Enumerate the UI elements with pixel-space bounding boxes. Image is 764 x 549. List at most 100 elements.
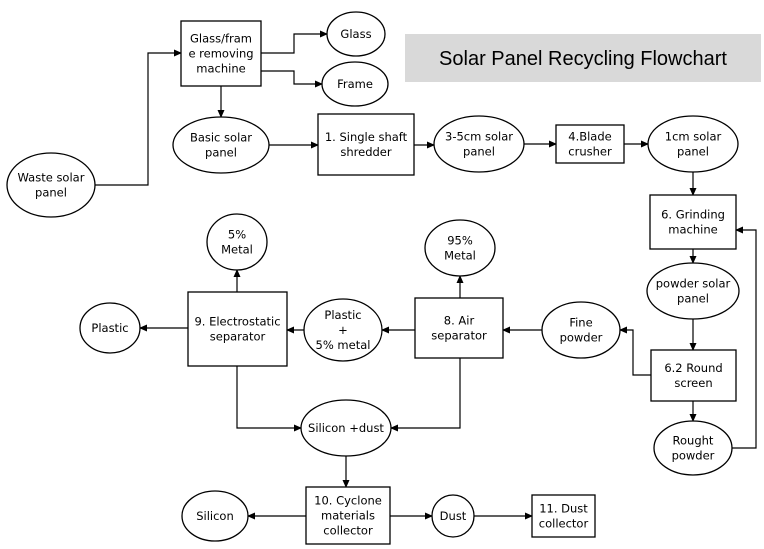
edge-waste-solar-panel-to-glass-frame-removing-machine (95, 49, 182, 186)
silicon-ellipse (181, 490, 249, 542)
electrostatic-separator-label-line-2: separator (210, 330, 266, 344)
waste-solar-panel-label-line-2: panel (35, 186, 67, 200)
single-shaft-shredder-box (317, 113, 415, 176)
rought-powder-label-line-1: Rought (673, 434, 714, 448)
fine-powder-ellipse (541, 301, 621, 359)
round-screen-label-line-2: screen (674, 376, 712, 390)
glass-label-line-1: Glass (340, 27, 371, 41)
glass-ellipse (326, 11, 386, 57)
powder-solar-panel-label-line-2: panel (677, 292, 709, 306)
rought-powder-ellipse (653, 420, 733, 476)
node-frame: Frame (321, 61, 389, 107)
solar-panel-1cm-label-line-1: 1cm solar (665, 130, 722, 144)
metal-95-label-line-2: Metal (444, 249, 476, 263)
blade-crusher-label-line-2: crusher (568, 145, 612, 159)
solar-panel-3-5cm-ellipse (433, 115, 525, 173)
solar-panel-1cm-ellipse (647, 115, 739, 173)
single-shaft-shredder-label-line-1: 1. Single shaft (325, 130, 408, 144)
plastic-5-metal-label-line-3: 5% metal (316, 338, 371, 352)
metal-95-ellipse (424, 219, 496, 277)
title-banner: Solar Panel Recycling Flowchart (405, 34, 761, 82)
edge-glass-frame-removing-machine-to-glass (261, 30, 328, 54)
single-shaft-shredder-label-line-2: shredder (340, 145, 392, 159)
cyclone-materials-collector-label-line-2: materials (321, 509, 375, 523)
metal-95-label-line-1: 95% (447, 234, 473, 248)
fine-powder-label-line-2: powder (560, 331, 603, 345)
air-separator-label-line-1: 8. Air (444, 314, 475, 328)
solar-panel-3-5cm-label-line-1: 3-5cm solar (445, 130, 513, 144)
powder-solar-panel-label-line-1: powder solar (656, 277, 731, 291)
silicon-label-line-1: Silicon (196, 509, 234, 523)
frame-ellipse (321, 61, 389, 107)
edge-air-separator-to-silicon-dust (390, 358, 461, 432)
plastic-label-line-1: Plastic (91, 321, 128, 335)
node-silicon-dust: Silicon +dust (300, 399, 392, 457)
solar-panel-3-5cm-label-line-2: panel (463, 145, 495, 159)
electrostatic-separator-box (187, 291, 288, 367)
cyclone-materials-collector-label-line-3: collector (323, 524, 373, 538)
cyclone-materials-collector-box (305, 486, 391, 545)
node-metal-5: 5%Metal (206, 213, 268, 271)
metal-5-ellipse (206, 213, 268, 271)
waste-solar-panel-ellipse (6, 152, 96, 218)
grinding-machine-box (649, 194, 737, 250)
node-glass: Glass (326, 11, 386, 57)
dust-ellipse (431, 494, 475, 538)
powder-solar-panel-ellipse (646, 262, 740, 320)
dust-collector-label-line-2: collector (539, 517, 589, 531)
node-metal-95: 95%Metal (424, 219, 496, 277)
rought-powder-label-line-2: powder (672, 449, 715, 463)
plastic-5-metal-label-line-1: Plastic (324, 308, 361, 322)
glass-frame-removing-machine-label-line-1: Glass/fram (190, 32, 252, 46)
grinding-machine-label-line-2: machine (668, 223, 717, 237)
cyclone-materials-collector-label-line-1: 10. Cyclone (314, 494, 382, 508)
title-background (405, 34, 761, 82)
fine-powder-label-line-1: Fine (569, 316, 592, 330)
solar-panel-1cm-label-line-2: panel (677, 145, 709, 159)
dust-collector-label-line-1: 11. Dust (539, 502, 588, 516)
plastic-5-metal-ellipse (303, 298, 383, 362)
metal-5-label-line-2: Metal (221, 243, 253, 257)
frame-label-line-1: Frame (337, 77, 373, 91)
dust-label-line-1: Dust (440, 509, 467, 523)
diagram-title: Solar Panel Recycling Flowchart (439, 48, 727, 70)
glass-frame-removing-machine-label-line-2: e removing (188, 47, 253, 61)
plastic-ellipse (79, 302, 141, 354)
plastic-5-metal-label-line-2: + (338, 323, 348, 337)
round-screen-box (650, 349, 737, 402)
edge-round-screen-to-fine-powder (619, 326, 651, 376)
basic-solar-panel-label-line-2: panel (205, 146, 237, 160)
node-dust: Dust (431, 494, 475, 538)
edge-glass-frame-removing-machine-to-frame (261, 70, 323, 88)
silicon-dust-label-line-1: Silicon +dust (308, 421, 384, 435)
blade-crusher-label-line-1: 4.Blade (568, 130, 611, 144)
glass-frame-removing-machine-label-line-3: machine (196, 62, 245, 76)
edges-layer (95, 30, 757, 520)
dust-collector-box (531, 494, 596, 538)
grinding-machine-label-line-1: 6. Grinding (661, 208, 725, 222)
electrostatic-separator-label-line-1: 9. Electrostatic (194, 315, 280, 329)
node-plastic: Plastic (79, 302, 141, 354)
round-screen-label-line-1: 6.2 Round (664, 361, 722, 375)
edge-electrostatic-separator-to-silicon-dust (236, 366, 302, 432)
silicon-dust-ellipse (300, 399, 392, 457)
glass-frame-removing-machine-box (180, 20, 262, 87)
air-separator-box (414, 297, 504, 359)
air-separator-label-line-2: separator (431, 329, 487, 343)
